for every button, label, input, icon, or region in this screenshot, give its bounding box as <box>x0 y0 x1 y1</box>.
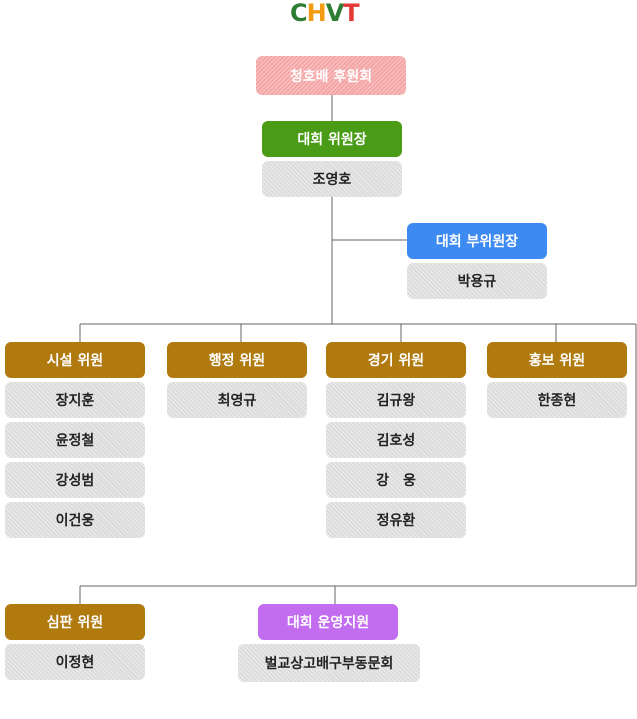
logo-letter-h: H <box>306 0 327 27</box>
support-title: 대회 운영지원 <box>258 604 398 640</box>
sponsor-box: 청호배 후원회 <box>256 56 406 95</box>
referee-title: 심판 위원 <box>5 604 145 640</box>
logo-letter-t: T <box>343 0 359 27</box>
committee-game-member: 강 웅 <box>326 462 466 498</box>
chair-name: 조영호 <box>262 161 402 197</box>
vice-chair-title: 대회 부위원장 <box>407 223 547 259</box>
chvt-logo: CHVT <box>290 0 374 26</box>
committee-facility-member: 장지훈 <box>5 382 145 418</box>
committee-admin-member: 최영규 <box>167 382 307 418</box>
committee-game-title: 경기 위원 <box>326 342 466 378</box>
committee-game-member: 김호성 <box>326 422 466 458</box>
committee-game-member: 정유환 <box>326 502 466 538</box>
support-name: 벌교상고배구부동문회 <box>238 644 420 682</box>
committee-facility-member: 강성범 <box>5 462 145 498</box>
chair-title: 대회 위원장 <box>262 121 402 157</box>
committee-facility-title: 시설 위원 <box>5 342 145 378</box>
referee-name: 이정현 <box>5 644 145 680</box>
committee-pr-member: 한종현 <box>487 382 627 418</box>
logo-letter-c: C <box>290 0 308 27</box>
committee-pr-title: 홍보 위원 <box>487 342 627 378</box>
committee-facility-member: 윤정철 <box>5 422 145 458</box>
logo-letter-v: V <box>325 0 345 27</box>
committee-game-member: 김규왕 <box>326 382 466 418</box>
committee-admin-title: 행정 위원 <box>167 342 307 378</box>
committee-facility-member: 이건웅 <box>5 502 145 538</box>
vice-chair-name: 박용규 <box>407 263 547 299</box>
